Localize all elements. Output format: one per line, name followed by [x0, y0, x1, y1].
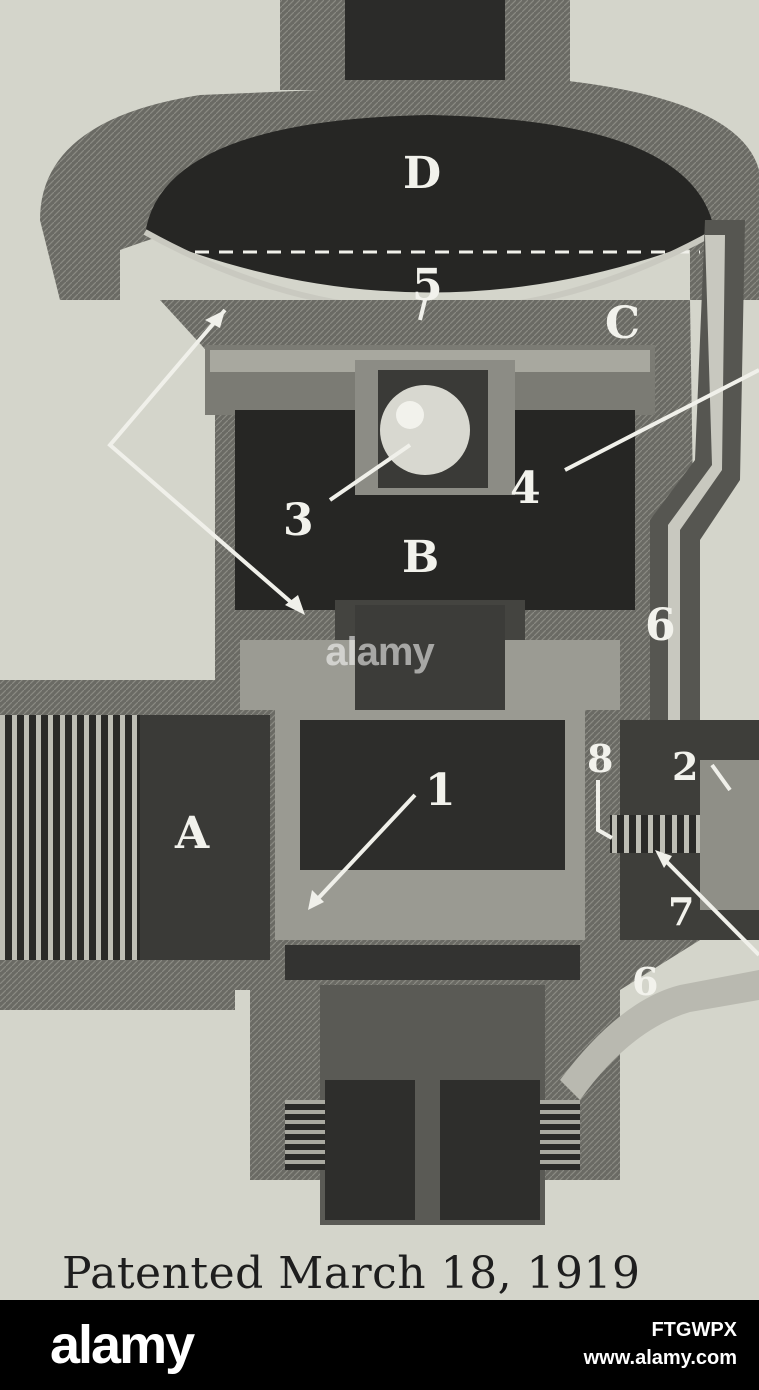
watermark-footer: alamy FTGWPX www.alamy.com [0, 1300, 759, 1390]
arrow-bracket [107, 308, 302, 612]
arrow-2 [710, 763, 732, 792]
arrow-3 [328, 443, 412, 502]
check-ball-highlight [396, 401, 424, 429]
label-d: D [403, 148, 441, 199]
piston-core [355, 605, 505, 715]
inlet-thread [0, 715, 140, 960]
inner-chamber [300, 720, 565, 870]
passage-6-lower [560, 970, 759, 1100]
arrow-head-7 [655, 850, 672, 868]
label-7: 7 [668, 889, 694, 934]
top-neck-bore [345, 0, 505, 80]
label-c: C [605, 298, 640, 349]
arrow-7 [658, 853, 759, 957]
bottom-bore-right [440, 1080, 540, 1220]
patent-caption: Patented March 18, 1919 [62, 1248, 641, 1299]
label-6-upper: 6 [645, 600, 676, 651]
screw-housing [700, 760, 759, 910]
arrow-head-bottom [285, 595, 305, 615]
check-ball [380, 385, 470, 475]
image-code-block: FTGWPX www.alamy.com [584, 1316, 737, 1372]
label-2: 2 [672, 744, 698, 789]
chamber-d [145, 115, 715, 293]
label-3: 3 [283, 495, 314, 546]
label-8: 8 [587, 736, 613, 781]
arrow-1 [310, 793, 417, 907]
image-id: FTGWPX [651, 1319, 737, 1341]
label-1: 1 [425, 765, 456, 816]
arrow-head-top [205, 310, 225, 328]
brand-logo: alamy [50, 1315, 195, 1375]
lower-seat [285, 945, 580, 980]
passage-6-upper-highlight [668, 235, 725, 720]
arrow-head-1 [308, 890, 324, 910]
label-4: 4 [510, 463, 541, 514]
arrow-4 [564, 368, 759, 472]
watermark-center: alamy [325, 630, 434, 674]
label-a: A [174, 808, 210, 859]
valve-cross-section-diagram: D 5 C 4 3 B 6 1 A 8 2 7 6 [0, 0, 759, 1225]
diagram-plate: D 5 C 4 3 B 6 1 A 8 2 7 6 alamy Patented… [0, 0, 759, 1300]
arrow-8 [596, 780, 613, 840]
bottom-thread-left [285, 1100, 325, 1170]
label-6-lower: 6 [632, 959, 658, 1004]
bottom-bore-left [325, 1080, 415, 1220]
inlet-bore-a [140, 715, 270, 960]
arrow-heads [205, 310, 672, 910]
arrow-5 [418, 299, 427, 321]
site-url: www.alamy.com [583, 1347, 737, 1369]
bottom-thread-right [540, 1100, 580, 1170]
label-5: 5 [412, 260, 443, 311]
label-b: B [402, 532, 439, 583]
arrows [107, 299, 759, 957]
